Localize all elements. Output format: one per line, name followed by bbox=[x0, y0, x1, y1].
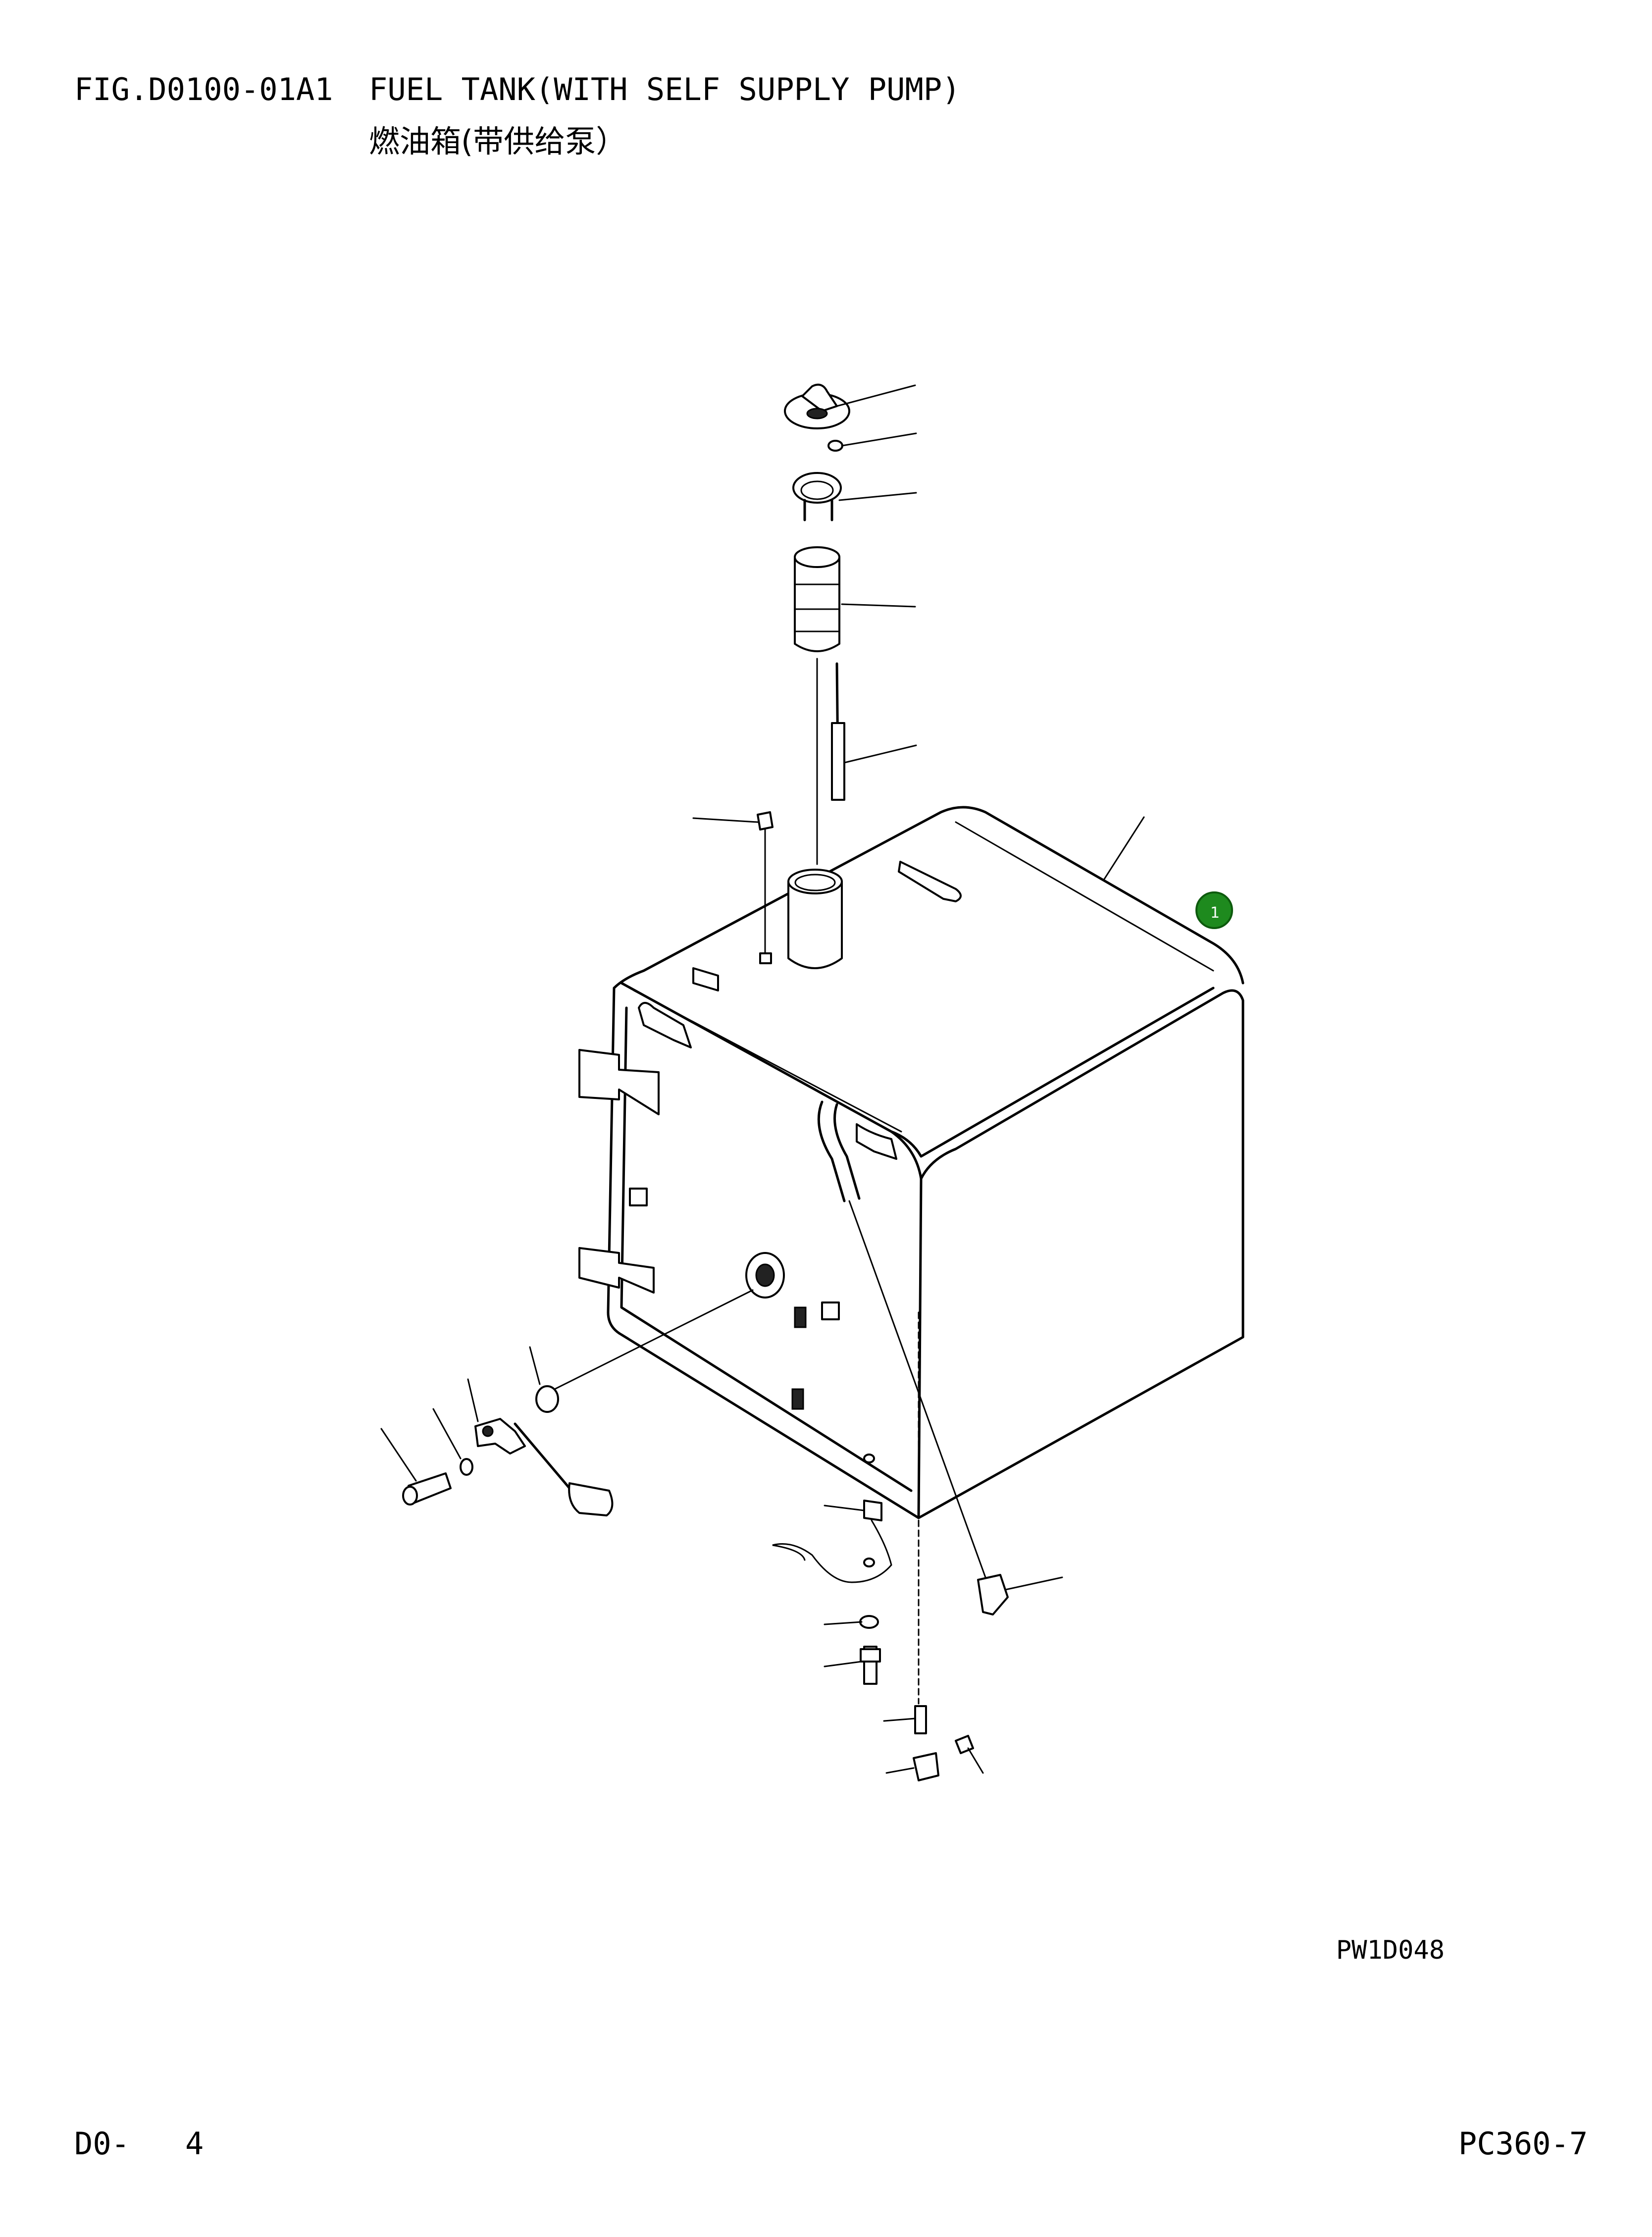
filler-neck bbox=[787, 869, 843, 969]
filler-cap bbox=[784, 383, 916, 429]
cap-ring bbox=[792, 472, 917, 521]
strainer bbox=[794, 546, 916, 652]
return-fitting bbox=[977, 1574, 1063, 1615]
machine-model: PC360-7 bbox=[1458, 2126, 1588, 2162]
gauge-stick bbox=[831, 662, 917, 801]
callout-1: 1 bbox=[1195, 891, 1233, 929]
fuel-tank-body bbox=[607, 806, 1244, 1519]
supply-pump-group bbox=[380, 1289, 754, 1516]
drawing-id: PW1D048 bbox=[1336, 1935, 1445, 1965]
cap-washer bbox=[827, 432, 917, 452]
page-number: D0- 4 bbox=[74, 2126, 204, 2162]
breather bbox=[692, 811, 774, 964]
return-hose bbox=[817, 1100, 986, 1578]
tank-leader-line bbox=[1103, 816, 1145, 880]
callout-1-label: 1 bbox=[1210, 904, 1220, 922]
tank-brackets bbox=[578, 861, 962, 1294]
callout-1-circle bbox=[1195, 891, 1233, 929]
figure-title-chinese: 燃油箱(带供给泵） bbox=[369, 123, 627, 159]
level-gauge bbox=[745, 1252, 785, 1299]
figure-code: FIG.D0100-01A1 bbox=[74, 71, 333, 107]
figure-title: FUEL TANK(WITH SELF SUPPLY PUMP) bbox=[369, 71, 961, 107]
face-studs bbox=[629, 1188, 840, 1410]
drain-group bbox=[772, 1311, 984, 1781]
